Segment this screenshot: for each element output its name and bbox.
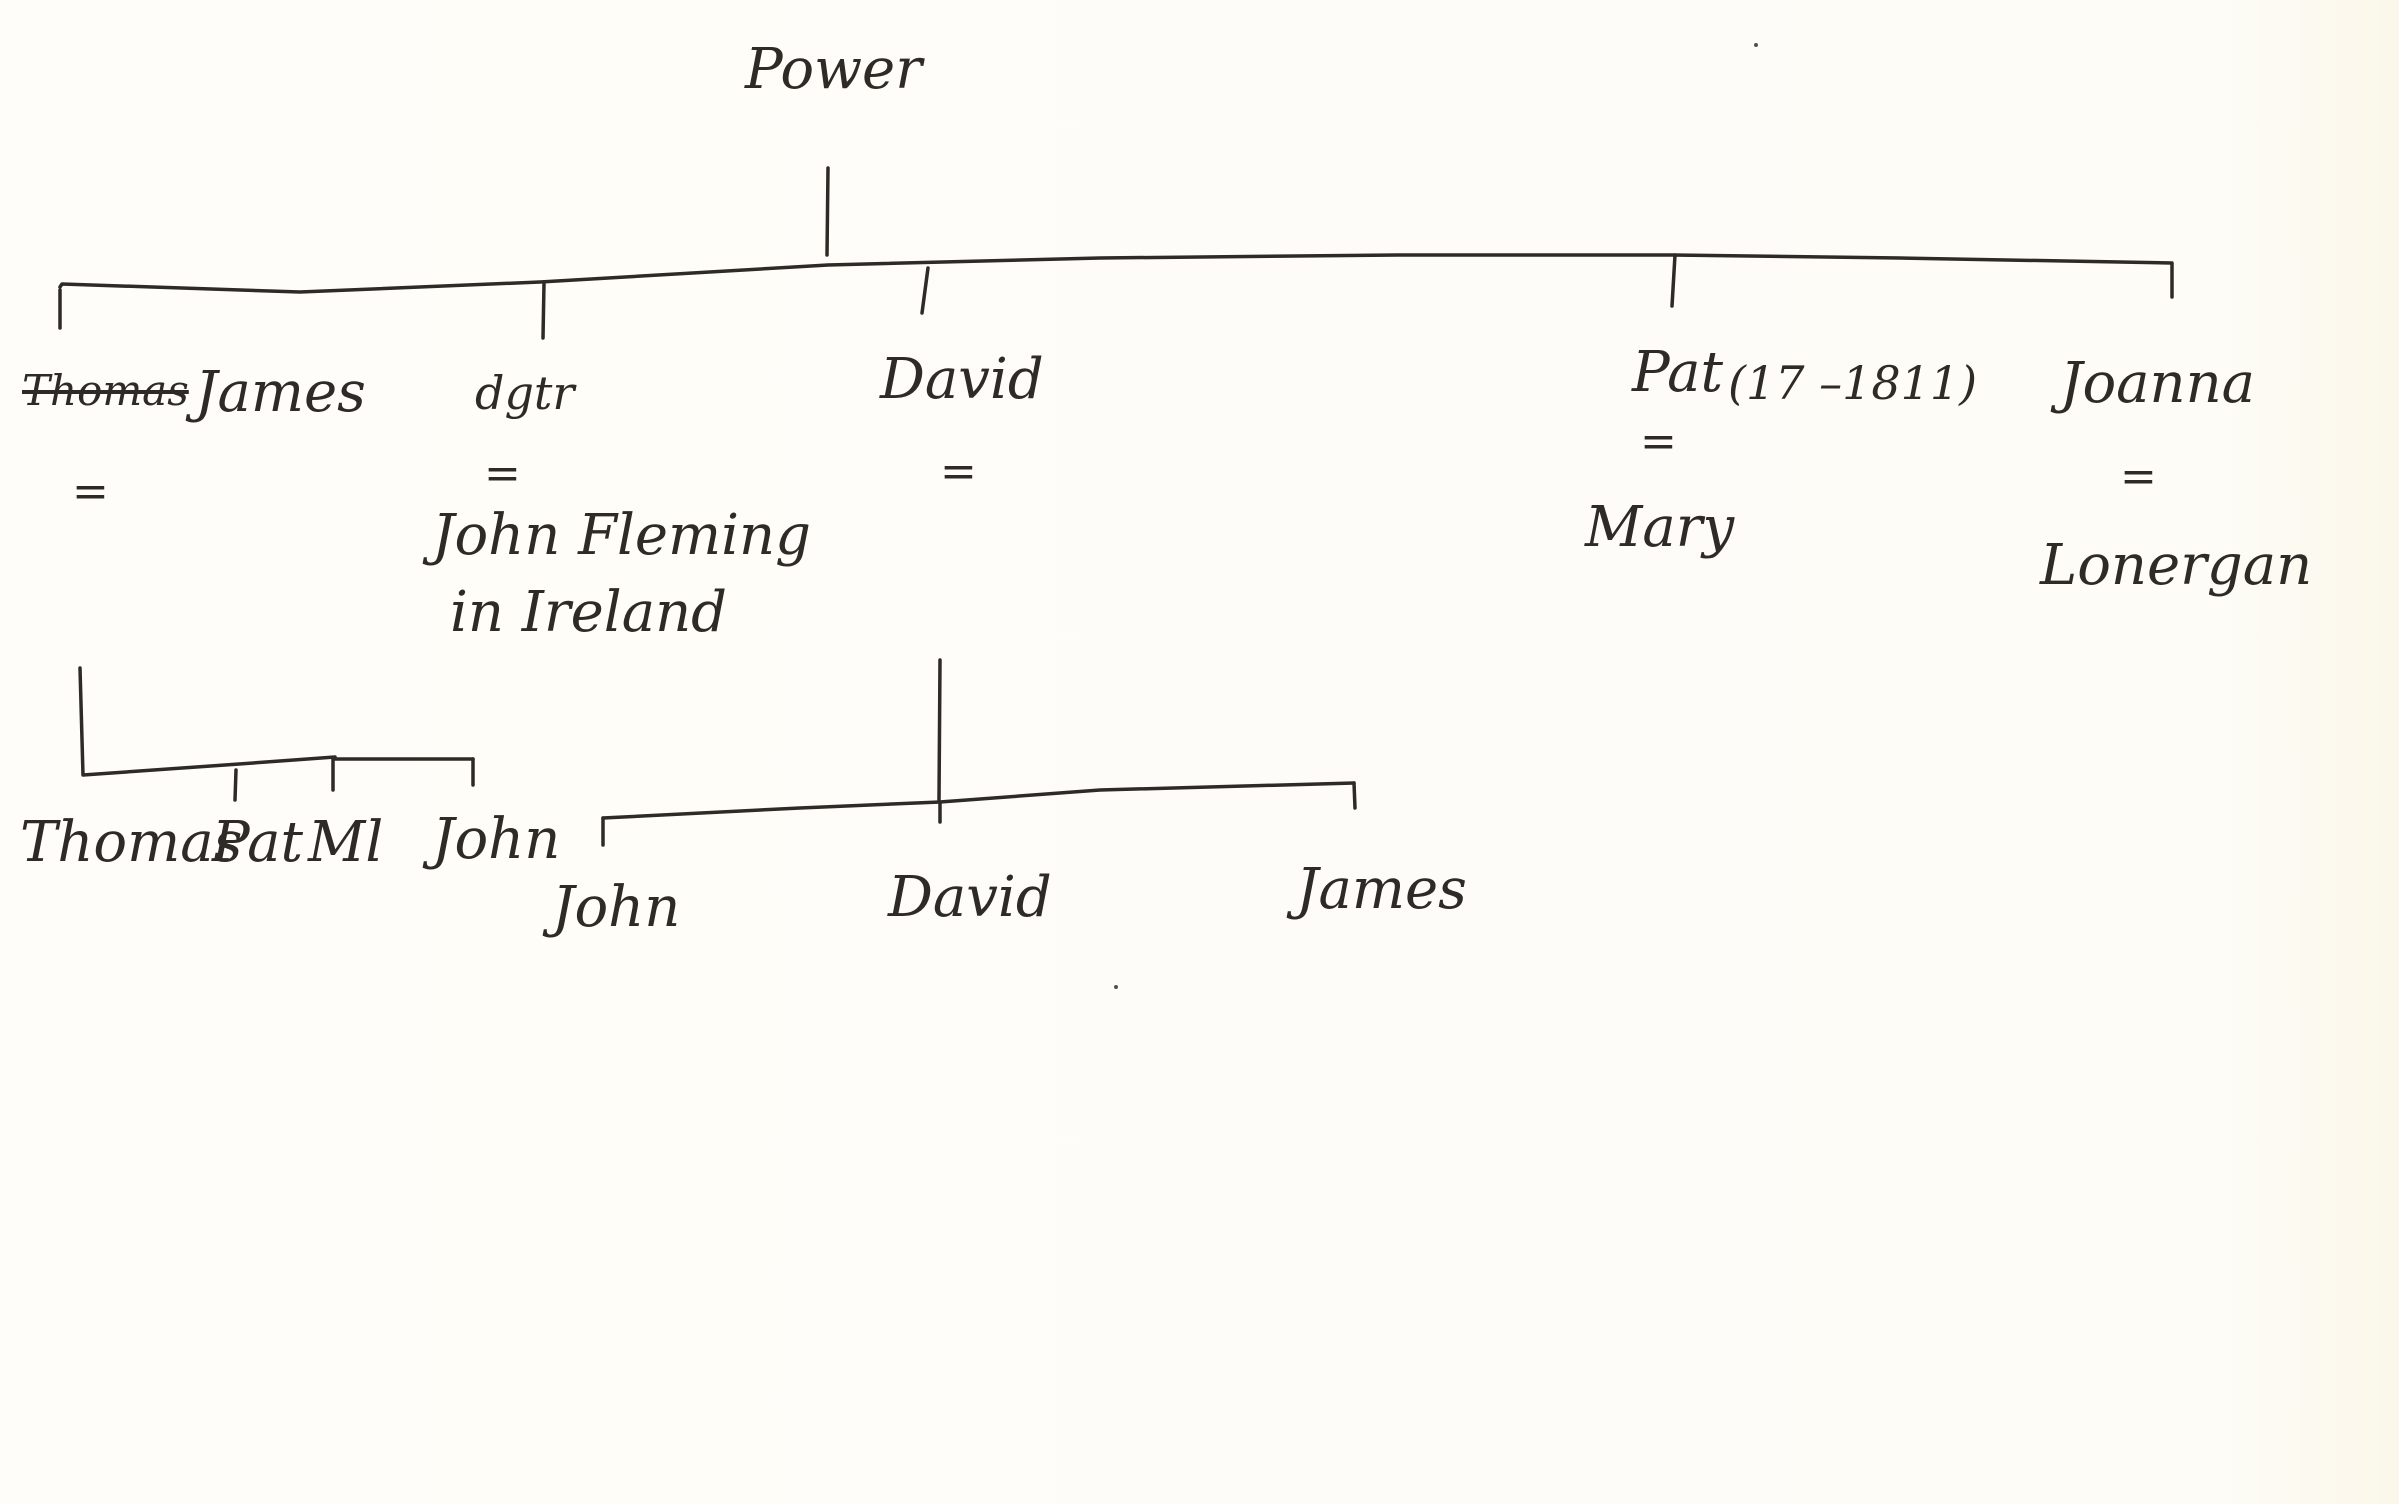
child-3-marriage-sign: = (940, 446, 977, 497)
child-3-name: David (880, 347, 1044, 412)
child-4-marriage-sign: = (1640, 416, 1677, 467)
james-child-4: John (432, 807, 561, 872)
child-2-spouse-line1: John Fleming (432, 503, 811, 568)
child-5-spouse: Lonergan (2040, 533, 2313, 598)
child-2-marriage-sign: = (484, 448, 521, 499)
ink-speck (1754, 43, 1758, 47)
david-child-3: James (1296, 857, 1467, 922)
child-2-name: dgtr (475, 366, 575, 420)
child-1-marriage-sign: = (72, 466, 109, 517)
drop-dgtr (541, 281, 546, 340)
david-child-2: David (888, 865, 1052, 930)
child-1-name: James (195, 360, 366, 425)
david-child-1: John (552, 875, 681, 940)
james-stem (78, 666, 337, 777)
root-stem (825, 166, 830, 257)
child-5-marriage-sign: = (2120, 451, 2157, 502)
child-5-name: Joanna (2060, 351, 2256, 416)
david-stem (937, 658, 942, 802)
drop-pat (1670, 253, 1677, 308)
drop-pat-child (233, 768, 238, 802)
james-child-1: Thomas (20, 810, 243, 875)
james-child-2: Pat (212, 810, 304, 875)
child-4-spouse: Mary (1585, 495, 1735, 560)
drop-james-david (1352, 781, 1357, 810)
root-label: Power (745, 37, 922, 102)
child-1-struck-name: Thomas (22, 366, 189, 415)
child-2-spouse-line2: in Ireland (450, 580, 728, 645)
ink-speck (1114, 985, 1118, 989)
child-4-dates: (17 –1811) (1728, 356, 1978, 410)
main-bar (58, 253, 2174, 294)
child-4-name: Pat (1632, 340, 1724, 405)
james-child-3: Ml (308, 810, 384, 875)
drop-david (920, 266, 930, 315)
david-bar (601, 781, 1356, 820)
